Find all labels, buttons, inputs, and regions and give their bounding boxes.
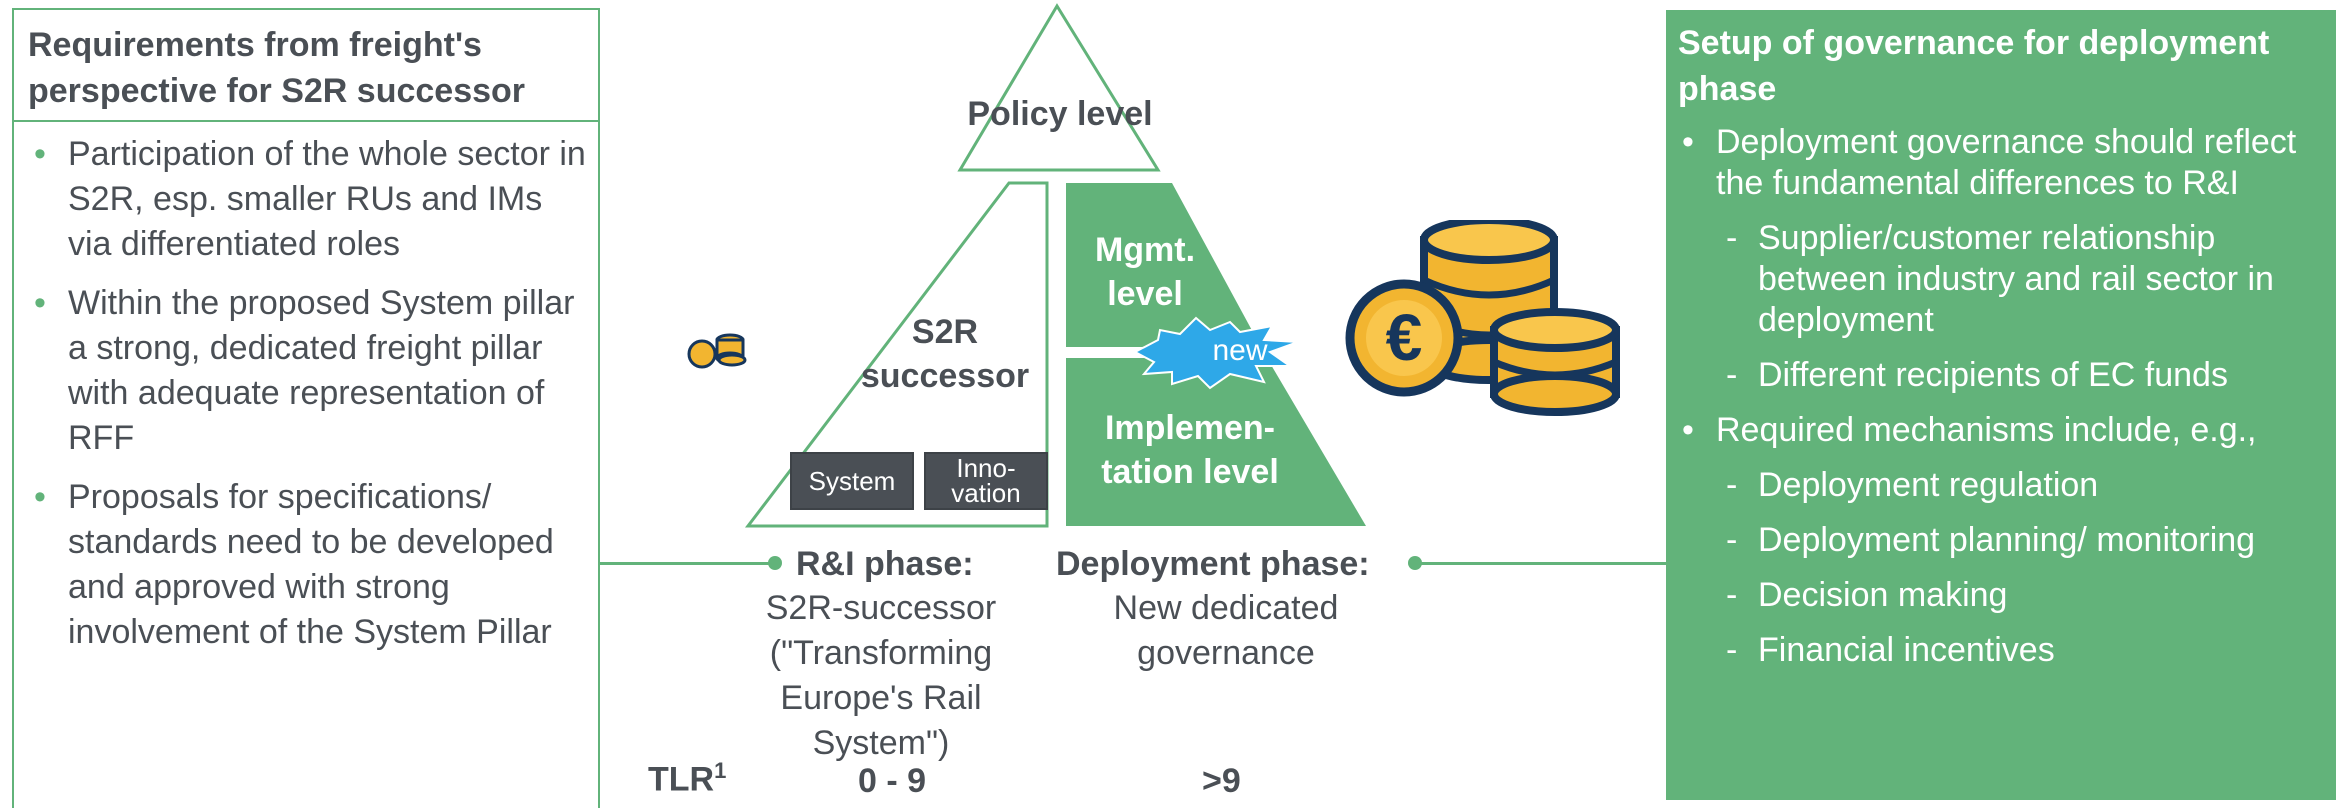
list-item: Different recipients of EC funds [1678, 355, 2318, 396]
list-item: Supplier/customer relationship between i… [1678, 218, 2318, 341]
svg-text:€: € [1386, 300, 1423, 374]
implementation-level-shape [1066, 358, 1366, 526]
implementation-level-label: Implemen- tation level [1101, 409, 1279, 491]
deployment-phase-description: New dedicated governance [1113, 589, 1339, 672]
coins-icon [687, 333, 747, 369]
freight-requirements-panel: Requirements from freight's perspective … [12, 8, 600, 808]
freight-requirements-title: Requirements from freight's perspective … [28, 26, 526, 110]
list-item: Participation of the whole sector in S2R… [28, 132, 594, 267]
list-item: Required mechanisms include, e.g., [1678, 410, 2318, 451]
list-item: Deployment regulation [1678, 465, 2318, 506]
ri-phase-description: S2R-successor ("Transforming Europe's Ra… [765, 589, 997, 762]
tlr-deployment-value: >9 [1202, 762, 1241, 800]
ri-phase-dot [768, 556, 782, 570]
deployment-phase-dot [1408, 556, 1422, 570]
tlr-label: TLR1 [648, 758, 727, 799]
title-divider [14, 120, 598, 122]
freight-requirements-list: Participation of the whole sector in S2R… [28, 132, 594, 669]
ri-phase-title: R&I phase: [796, 545, 974, 583]
right-connector-line [1414, 562, 1666, 565]
governance-setup-list: Deployment governance should reflect the… [1678, 122, 2318, 685]
mgmt-level-label: Mgmt. level [1094, 231, 1196, 313]
list-item: Proposals for specifications/ standards … [28, 475, 594, 655]
system-box: System [790, 452, 914, 510]
tlr-ri-value: 0 - 9 [858, 762, 927, 800]
left-connector-line [600, 562, 774, 565]
list-item: Financial incentives [1678, 630, 2318, 671]
policy-level-triangle [957, 3, 1161, 172]
new-badge-label: new [1212, 334, 1268, 367]
policy-level-label: Policy level [967, 95, 1153, 133]
s2r-successor-shape [744, 181, 1049, 528]
innovation-box: Inno- vation [924, 452, 1048, 510]
euro-coins-icon: € [1345, 220, 1620, 416]
list-item: Deployment planning/ monitoring [1678, 520, 2318, 561]
new-badge-burst [1132, 316, 1299, 390]
governance-setup-title: Setup of governance for deployment phase [1678, 24, 2270, 108]
mgmt-level-shape [1066, 183, 1261, 347]
list-item: Within the proposed System pillar a stro… [28, 281, 594, 461]
governance-setup-panel: Setup of governance for deployment phase… [1666, 10, 2336, 800]
list-item: Decision making [1678, 575, 2318, 616]
list-item: Deployment governance should reflect the… [1678, 122, 2318, 204]
governance-pyramid [744, 3, 1366, 528]
s2r-successor-label: S2R successor [860, 313, 1030, 395]
deployment-phase-title: Deployment phase: [1056, 545, 1370, 583]
